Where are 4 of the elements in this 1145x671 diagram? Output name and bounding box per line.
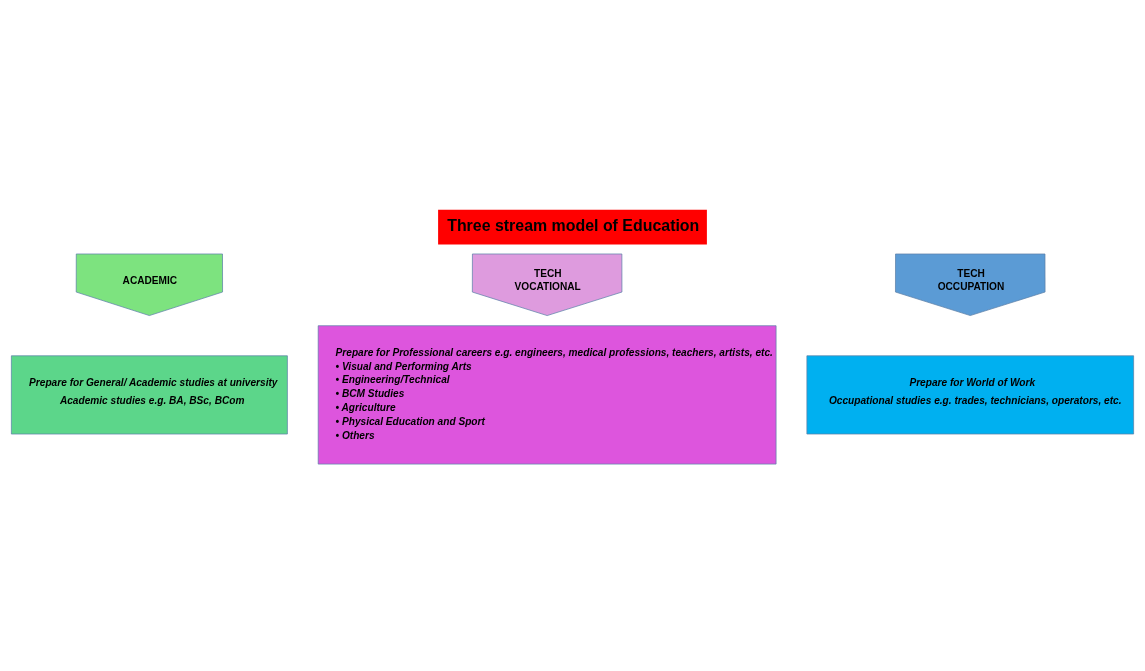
node-box: Prepare for World of Work Occupational studies e.g. trades, technicians, operators, etc. [806,355,1134,435]
node-box: Prepare for General/ Academic studies at university Academic studies e.g. BA, BSc, BCom [11,355,288,435]
diagram-title: Three stream model of Education [447,216,700,234]
node-box: Prepare for Professional careers e.g. engineers, medical professions, teachers, artists, etc. • Visual and Performing Arts • Engineering/Technical • BCM Studies • Agriculture • Physical Education and Sport • Others [317,325,777,465]
